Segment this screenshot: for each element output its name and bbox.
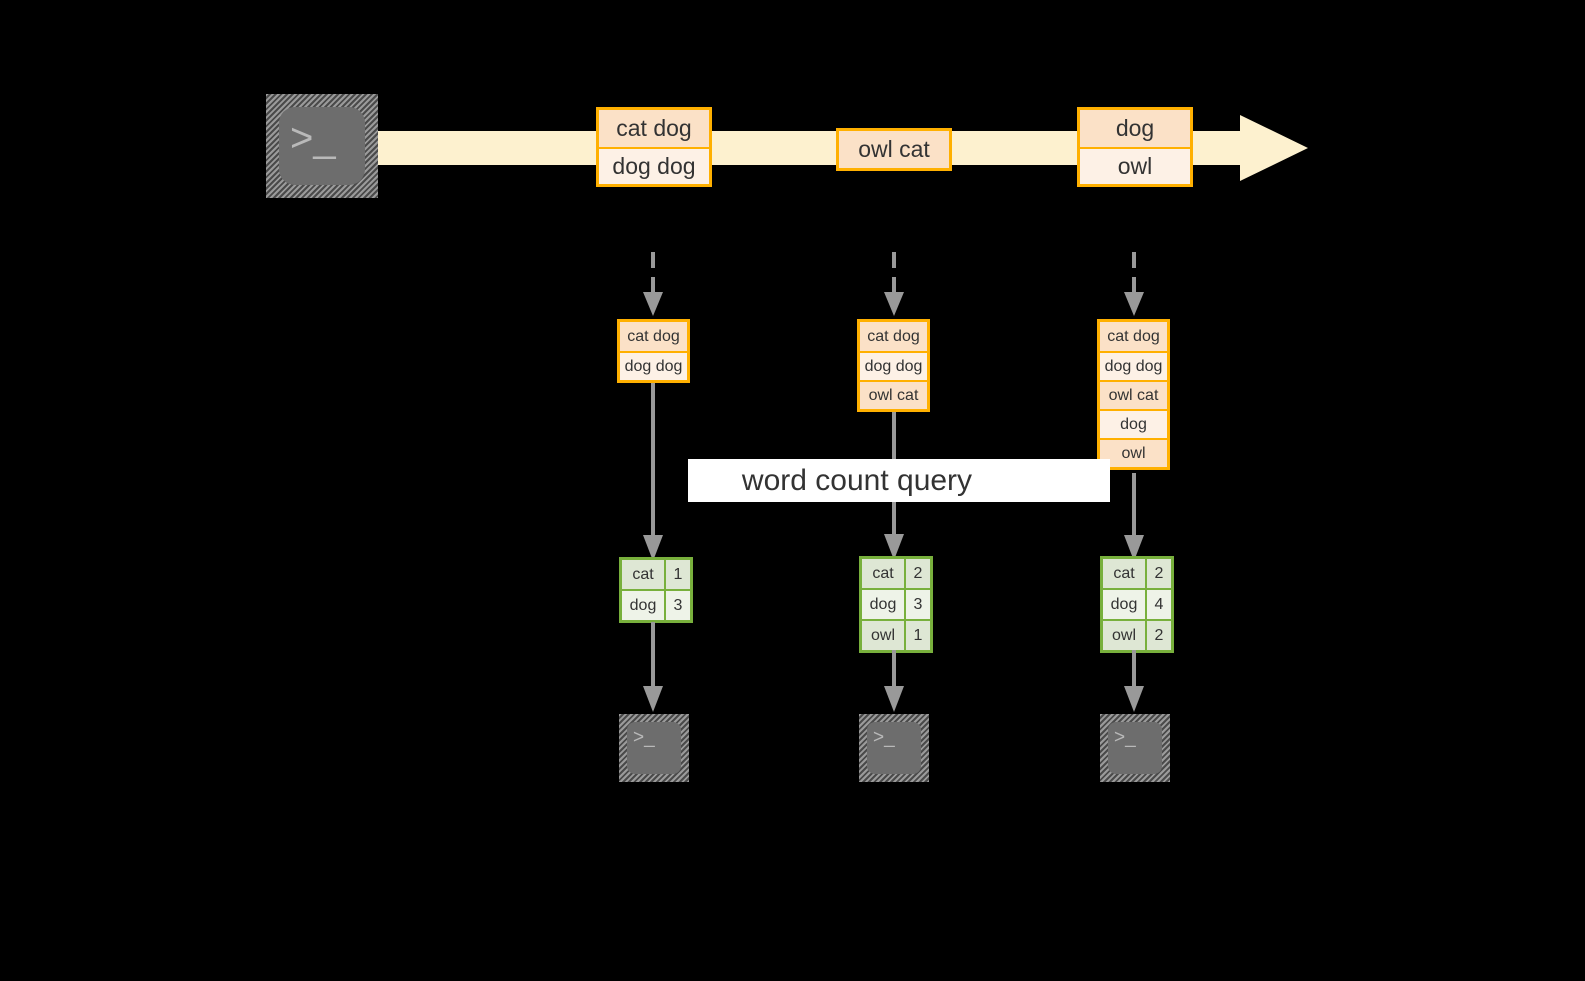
terminal-prompt: >_ — [873, 727, 895, 748]
result-word: cat — [622, 560, 664, 589]
result-count: 2 — [1145, 559, 1171, 588]
result-word: dog — [862, 590, 904, 619]
table-row: cat 2 — [1103, 559, 1171, 588]
batch-row: dog dog — [599, 147, 709, 184]
batch-row: owl cat — [839, 131, 949, 168]
table-row: dog 3 — [622, 589, 690, 620]
sink-terminal-3: >_ — [1100, 714, 1170, 782]
table-row: cat 1 — [622, 560, 690, 589]
dashed-connector-3 — [1124, 252, 1144, 316]
result-count: 4 — [1145, 590, 1171, 619]
result-word: cat — [862, 559, 904, 588]
snapshot-table-3: cat dog dog dog owl cat dog owl — [1097, 319, 1170, 470]
result-count: 1 — [904, 621, 930, 650]
stream-batch-3: dog owl — [1077, 107, 1193, 187]
result-word: owl — [1103, 621, 1145, 650]
result-word: owl — [862, 621, 904, 650]
snapshot-table-1: cat dog dog dog — [617, 319, 690, 383]
result-count: 3 — [664, 591, 690, 620]
batch-row: dog — [1080, 110, 1190, 147]
source-terminal-icon: >_ — [266, 94, 378, 198]
snapshot-table-2: cat dog dog dog owl cat — [857, 319, 930, 412]
query-label: word count query — [688, 459, 1110, 502]
snapshot-row: owl — [1100, 438, 1167, 467]
stream-batch-1: cat dog dog dog — [596, 107, 712, 187]
snapshot-row: cat dog — [860, 322, 927, 351]
sink-terminal-2: >_ — [859, 714, 929, 782]
stream-batch-2: owl cat — [836, 128, 952, 171]
terminal-prompt: >_ — [290, 116, 336, 160]
dashed-connector-2 — [884, 252, 904, 316]
terminal-body — [1108, 722, 1162, 774]
table-row: dog 3 — [862, 588, 930, 619]
dashed-connector-1 — [643, 252, 663, 316]
snapshot-row: cat dog — [1100, 322, 1167, 351]
snapshot-row: owl cat — [860, 380, 927, 409]
batch-row: cat dog — [599, 110, 709, 147]
result-count: 2 — [1145, 621, 1171, 650]
result-word: cat — [1103, 559, 1145, 588]
table-row: owl 2 — [1103, 619, 1171, 650]
snapshot-row: dog dog — [860, 351, 927, 380]
result-table-3: cat 2 dog 4 owl 2 — [1100, 556, 1174, 653]
terminal-prompt: >_ — [1114, 727, 1136, 748]
terminal-body — [279, 107, 365, 185]
snapshot-row: owl cat — [1100, 380, 1167, 409]
result-count: 3 — [904, 590, 930, 619]
table-row: dog 4 — [1103, 588, 1171, 619]
query-connector-3 — [1124, 473, 1144, 561]
terminal-prompt: >_ — [633, 727, 655, 748]
result-table-2: cat 2 dog 3 owl 1 — [859, 556, 933, 653]
table-row: cat 2 — [862, 559, 930, 588]
snapshot-row: dog — [1100, 409, 1167, 438]
result-count: 2 — [904, 559, 930, 588]
query-connector-1 — [643, 383, 663, 561]
batch-row: owl — [1080, 147, 1190, 184]
terminal-body — [867, 722, 921, 774]
terminal-body — [627, 722, 681, 774]
query-label-text: word count query — [741, 463, 973, 497]
sink-terminal-1: >_ — [619, 714, 689, 782]
snapshot-row: dog dog — [620, 351, 687, 380]
result-word: dog — [1103, 590, 1145, 619]
snapshot-row: cat dog — [620, 322, 687, 351]
result-word: dog — [622, 591, 664, 620]
sink-connector-3 — [1124, 650, 1144, 712]
result-count: 1 — [664, 560, 690, 589]
sink-connector-2 — [884, 650, 904, 712]
snapshot-row: dog dog — [1100, 351, 1167, 380]
result-table-1: cat 1 dog 3 — [619, 557, 693, 623]
table-row: owl 1 — [862, 619, 930, 650]
sink-connector-1 — [643, 622, 663, 712]
